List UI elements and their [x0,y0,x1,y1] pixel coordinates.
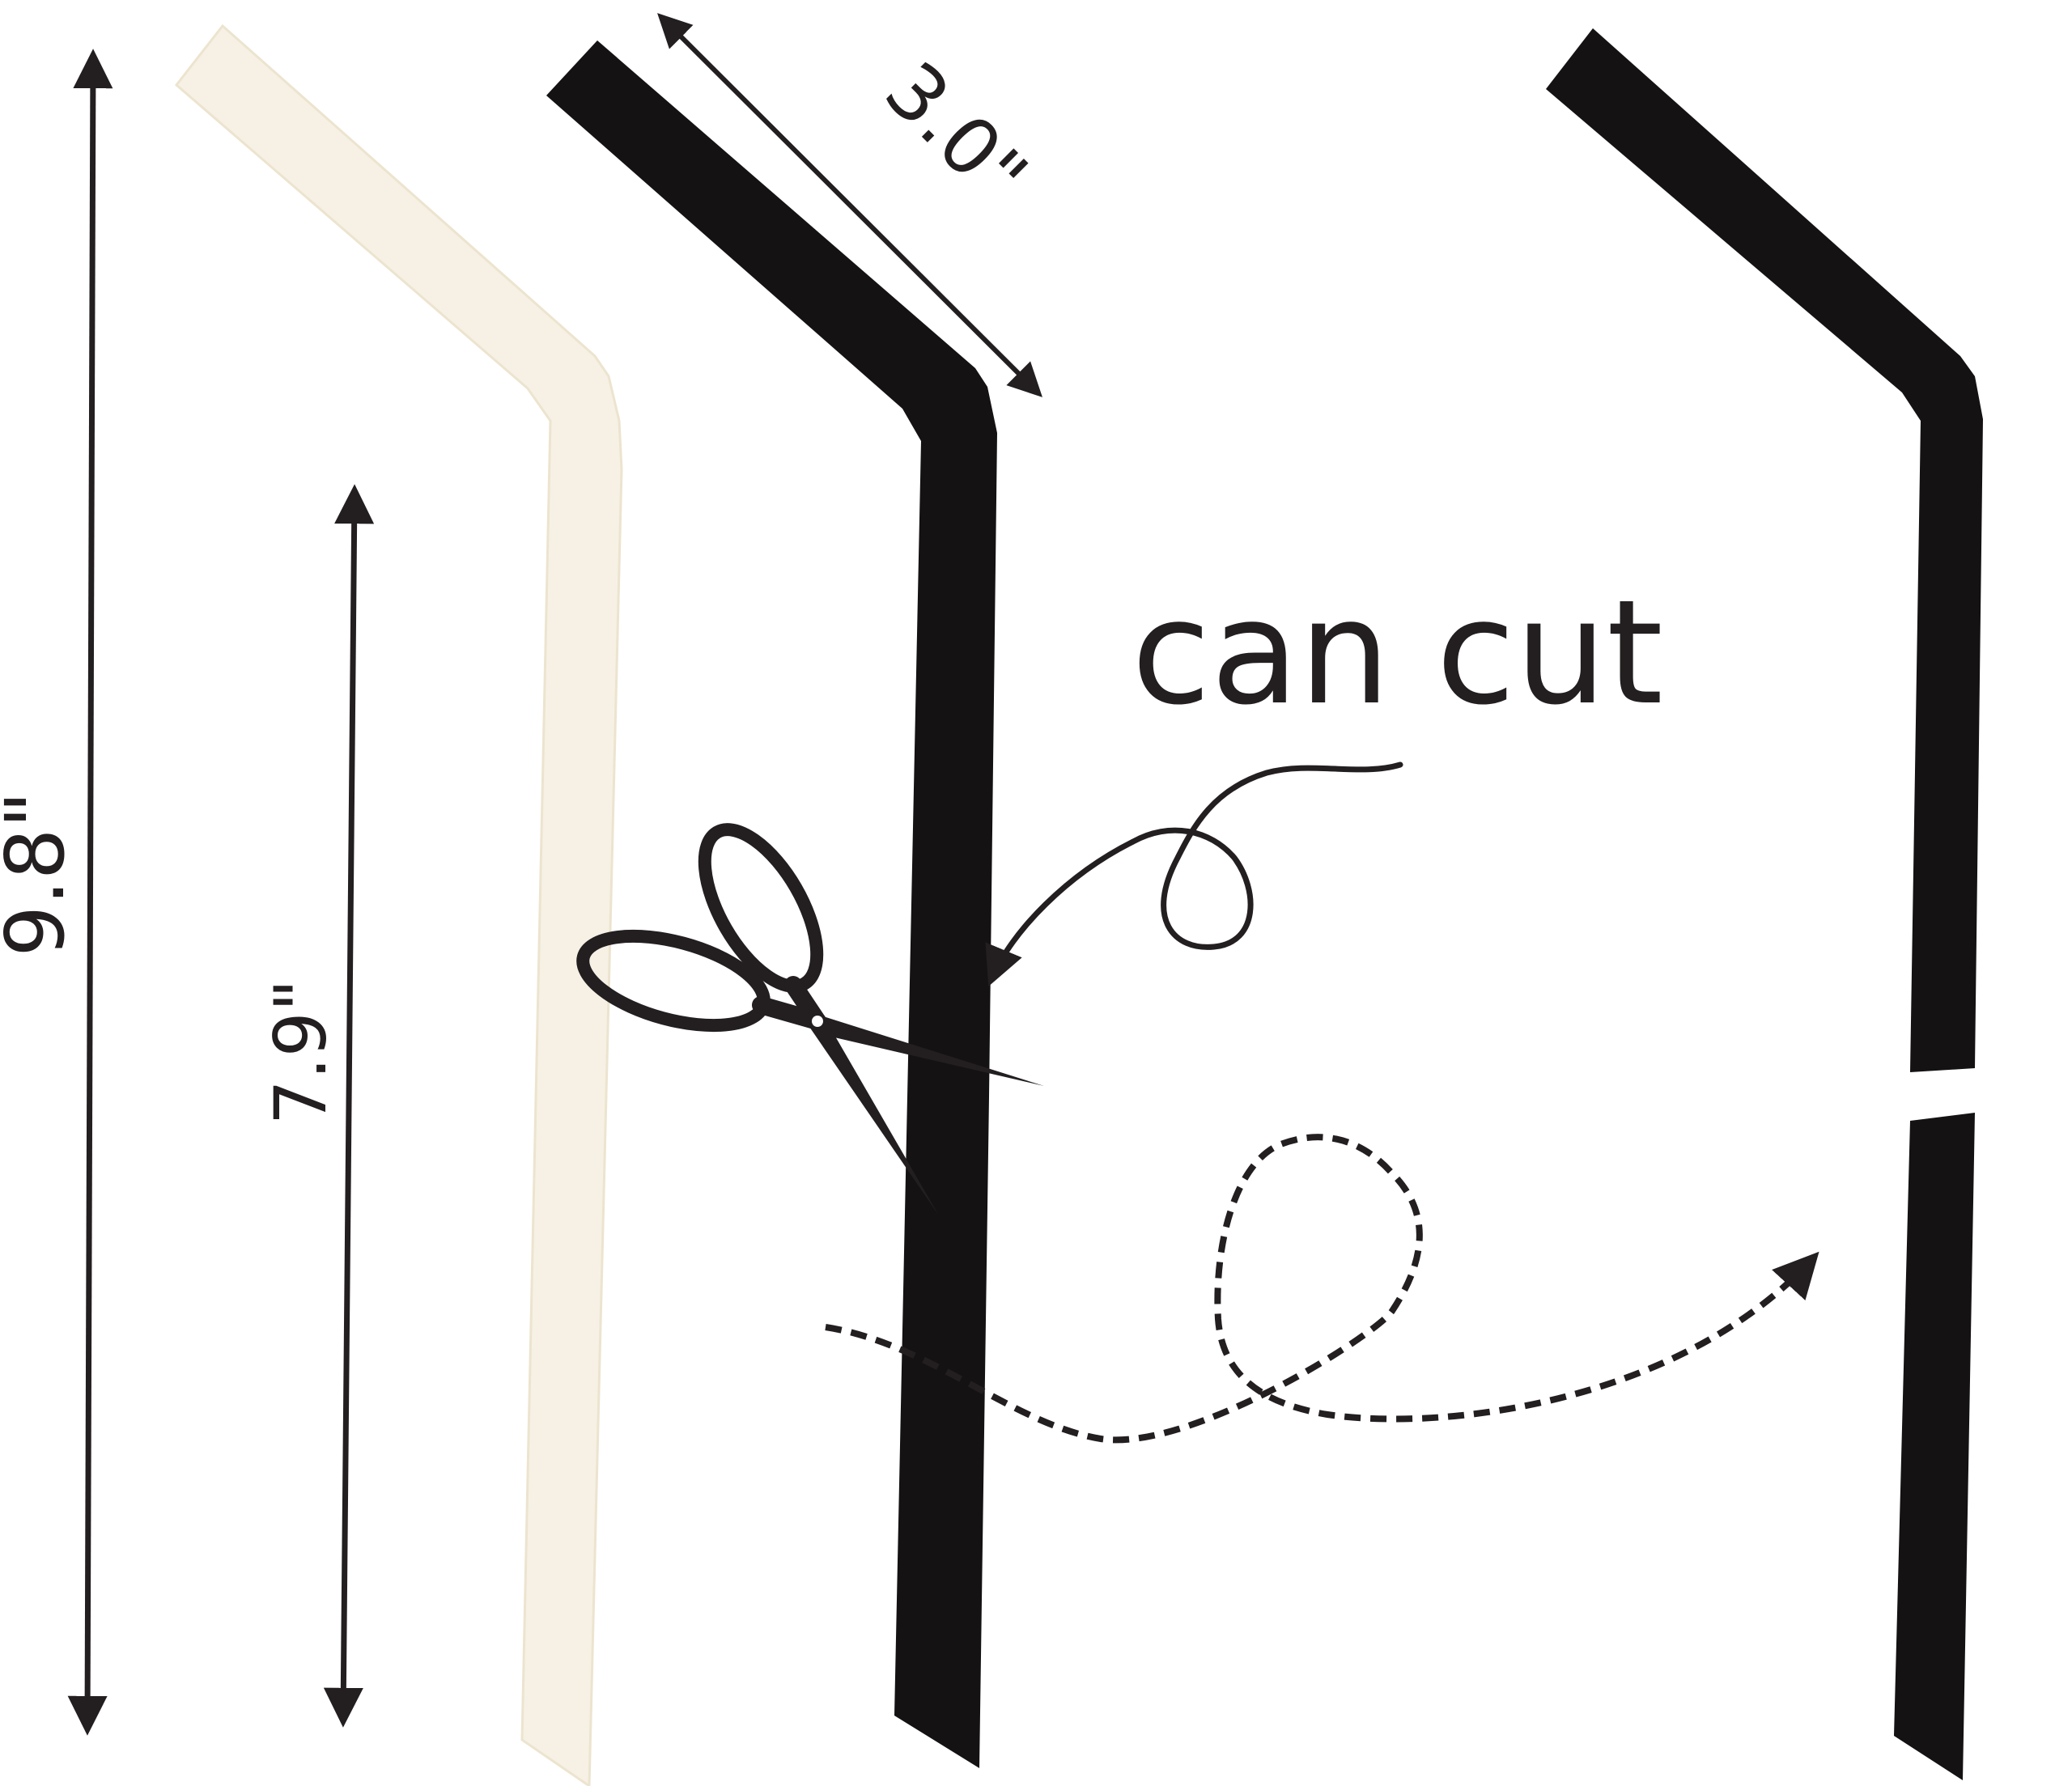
cut-straw-lower-piece [1894,1113,1975,1780]
scissors-blade-right [808,1012,1044,1086]
total-length-arrow [67,49,113,1736]
can-cut-label: can cut [1132,569,1663,736]
black-straw-middle [546,40,997,1768]
scissors-pivot [812,1016,823,1027]
black-straw-cut [1546,28,1983,1780]
straight-length-dimension: 7.9" [259,484,375,1728]
straight-length-arrow [323,484,375,1728]
bend-length-label: 3.0" [868,45,1044,221]
total-length-dimension: 9.8" [0,49,113,1736]
clear-straw [174,23,623,1788]
straight-length-label: 7.9" [259,979,342,1125]
curly-arrow-to-cut [985,761,1403,987]
scissors-upper-ring [698,823,824,993]
total-length-label: 9.8" [0,791,83,957]
dashed-arrow-to-cut-straw [825,1134,1819,1444]
scissors-handle-lower [752,996,826,1030]
scissors-blade-down [808,1020,939,1215]
cut-straw-upper-piece [1546,28,1983,1072]
bend-length-arrow [657,13,1042,397]
scissors-icon [576,823,1044,1215]
